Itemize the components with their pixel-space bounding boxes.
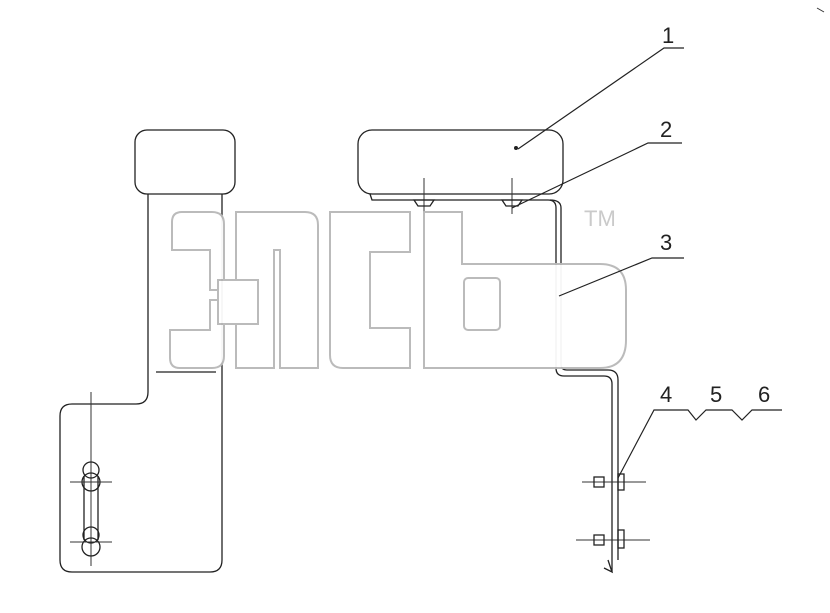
- left-lamp-housing: [134, 129, 236, 195]
- watermark-logo: TM: [169, 206, 627, 369]
- logo-letter-s: [329, 211, 411, 369]
- right-lamp-housing: [357, 129, 564, 195]
- leader-3: [558, 257, 684, 297]
- logo-letter-soft-sign: [423, 211, 627, 369]
- bracket-end: [603, 559, 614, 574]
- bolt-head-lower: [593, 534, 605, 546]
- bracket-outer-line: [547, 199, 613, 572]
- left-bracket-outline: [59, 194, 223, 573]
- callout-6: 6: [758, 382, 770, 407]
- callout-2: 2: [660, 117, 672, 142]
- callout-1: 1: [662, 23, 674, 48]
- nut-upper: [617, 473, 625, 491]
- callout-4: 4: [660, 382, 672, 407]
- mounting-plate-top: [369, 193, 548, 201]
- item-1-point: [514, 146, 518, 150]
- leader-1: [517, 47, 684, 150]
- bracket-inner-line: [549, 199, 619, 560]
- leader-4-5-6: [617, 409, 782, 479]
- logo-letter-p: [235, 211, 319, 369]
- callout-5: 5: [710, 382, 722, 407]
- left-bracket-assembly: [59, 129, 236, 573]
- left-washer-lower: [81, 537, 101, 557]
- right-bracket-assembly: [357, 129, 650, 574]
- corner-mark: [816, 7, 825, 13]
- logo-cutout-left: [217, 279, 259, 325]
- leader-2: [511, 142, 682, 209]
- trademark-symbol: TM: [584, 206, 616, 231]
- left-bolt-upper: [82, 461, 100, 479]
- nut-lower: [617, 529, 625, 549]
- bolt-head-upper: [593, 476, 605, 488]
- logo-letter-e: [169, 211, 225, 369]
- screw-head-left: [412, 199, 436, 207]
- callout-3: 3: [660, 230, 672, 255]
- logo-cutout-right: [463, 277, 501, 331]
- screw-head-right: [500, 199, 524, 207]
- left-bolt-lower: [82, 526, 100, 544]
